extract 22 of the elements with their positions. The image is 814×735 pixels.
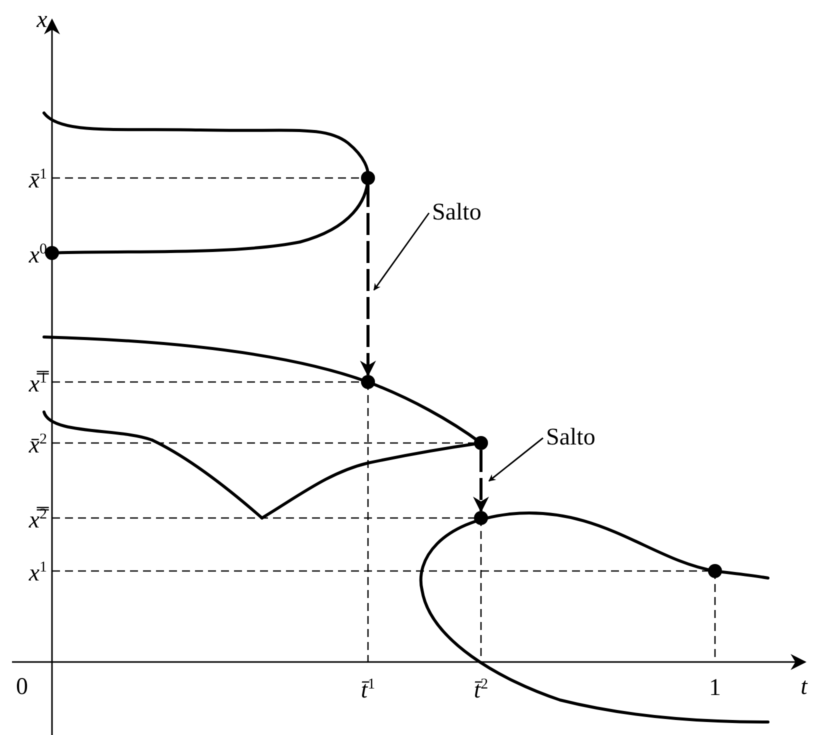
- point-marker: [474, 436, 488, 450]
- axis-label: t: [800, 675, 808, 699]
- axis-label: x$^{1}$: [28, 560, 47, 586]
- callout-text: Salto: [546, 424, 596, 452]
- axis-label: 1: [709, 676, 721, 700]
- leader-arrow: [373, 212, 430, 291]
- jump-arrow: [360, 185, 376, 377]
- point-marker: [45, 246, 59, 260]
- jump-arrow: [473, 450, 489, 513]
- axis-label: x$^{0}$: [28, 242, 47, 268]
- axis-label: x: [36, 8, 48, 32]
- leader-arrow: [488, 437, 544, 482]
- callout-text: Salto: [432, 200, 482, 226]
- axis-label: t̄$^{1}$: [360, 678, 376, 702]
- axis-label: x̄$^{2}$: [28, 432, 47, 458]
- axis-label: 0: [16, 675, 28, 699]
- axis-label: x̄$^{1}$: [28, 168, 47, 192]
- axis-label: t̄$^{2}$: [474, 678, 488, 702]
- point-marker: [361, 375, 375, 389]
- point-marker: [474, 511, 488, 525]
- point-marker: [361, 171, 375, 185]
- point-marker: [708, 564, 722, 578]
